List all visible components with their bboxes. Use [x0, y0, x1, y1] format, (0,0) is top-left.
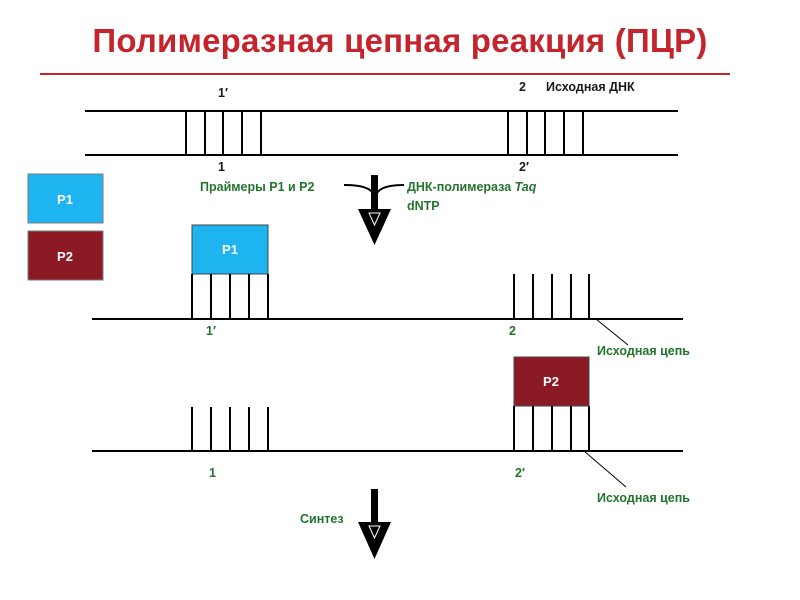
label-1-prime-stage2: 1′ — [206, 324, 216, 338]
label-2-prime-stage3: 2′ — [515, 466, 525, 480]
label-1-stage3: 1 — [209, 466, 216, 480]
label-dntp: dNTP — [407, 199, 440, 213]
primer-p1-bound — [191, 224, 269, 275]
primer-p2-bound — [513, 356, 590, 407]
title-underline — [40, 73, 730, 75]
base-pairs-region-2 — [507, 111, 584, 155]
label-polymerase: ДНК-полимераза Taq — [407, 180, 537, 194]
legend-p2-label: P2 — [57, 249, 73, 264]
legend-p2: P2 — [27, 230, 104, 281]
legend-p1: P1 — [27, 173, 104, 224]
label-original-dna: Исходная ДНК — [546, 80, 635, 94]
label-1-bottom: 1 — [218, 160, 225, 174]
label-2-top: 2 — [519, 80, 526, 94]
legend-p1-label: P1 — [57, 192, 73, 207]
pointer-line-3 — [583, 450, 627, 488]
label-2-prime-bottom: 2′ — [519, 160, 529, 174]
label-1-prime-top: 1′ — [218, 86, 228, 100]
strand-with-p1: P1 — [92, 224, 683, 346]
primer-p2-label: P2 — [543, 374, 559, 389]
synthesis-arrow-icon — [358, 489, 391, 559]
label-synthesis: Синтез — [300, 512, 344, 526]
base-pairs-region-1 — [185, 111, 262, 155]
original-dna — [85, 110, 678, 156]
label-strand-stage2: Исходная цепь — [597, 344, 690, 358]
page-title: Полимеразная цепная реакция (ПЦР) — [92, 22, 708, 59]
strand-with-p2: P2 — [92, 356, 683, 488]
label-2-stage2: 2 — [509, 324, 516, 338]
label-strand-stage3: Исходная цепь — [597, 491, 690, 505]
primer-p1-label: P1 — [222, 242, 238, 257]
label-primers: Праймеры Р1 и Р2 — [200, 180, 314, 194]
pointer-line-2 — [595, 318, 629, 346]
down-arrow-icon — [343, 175, 405, 245]
